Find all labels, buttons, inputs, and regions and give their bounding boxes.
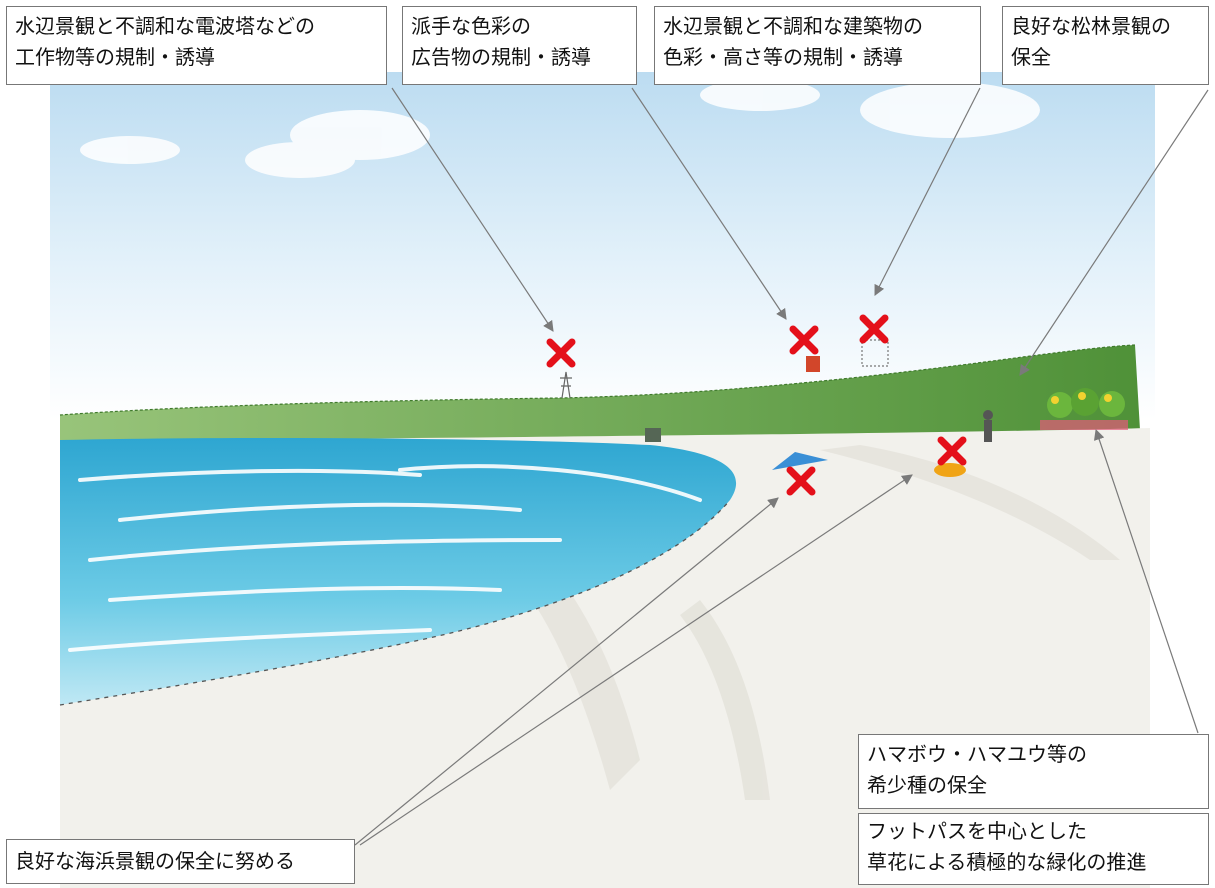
arrow-beach-2 [359,474,913,846]
pine-forest [60,345,1140,440]
forest-edge [59,344,1136,416]
waves [68,464,702,652]
leader-arrows [354,87,1209,846]
walker [983,410,993,442]
callout-rare-line2: 希少種の保全 [867,773,987,797]
callout-footpath-line2: 草花による積極的な緑化の推進 [867,850,1147,874]
kiosk [645,428,661,442]
callout-tower-line2: 工作物等の規制・誘導 [15,45,215,69]
callout-footpath-greening: フットパスを中心とした 草花による積極的な緑化の推進 [858,813,1209,885]
callout-footpath-line1: フットパスを中心とした [867,819,1087,843]
boat [934,463,966,477]
clouds [80,79,1040,178]
callout-beach-landscape-preservation: 良好な海浜景観の保全に努める [6,839,355,884]
callout-beach-line1: 良好な海浜景観の保全に努める [15,849,295,873]
arrow-tower [391,87,554,332]
callout-pine-line2: 保全 [1011,45,1051,69]
callout-building-regulation: 水辺景観と不調和な建築物の 色彩・高さ等の規制・誘導 [654,6,981,85]
arrow-building [874,87,981,296]
tall-building [861,339,889,367]
callout-pine-line1: 良好な松林景観の [1011,14,1171,38]
callout-tower-line1: 水辺景観と不調和な電波塔などの [15,14,315,38]
arrow-ads [631,87,787,320]
arrow-pine [1019,89,1209,376]
callout-ads-line1: 派手な色彩の [411,14,531,38]
parasol [772,452,828,470]
flower-trees [1040,388,1128,430]
radio-tower [560,371,572,399]
callout-advertisement-regulation: 派手な色彩の 広告物の規制・誘導 [402,6,637,85]
callout-building-line1: 水辺景観と不調和な建築物の [663,14,923,38]
sand-shadows [480,445,1120,800]
arrow-rare [1093,428,1199,734]
shoreline [59,499,731,706]
callout-rare-species-preservation: ハマボウ・ハマユウ等の 希少種の保全 [858,734,1209,809]
billboard [806,356,820,372]
callout-rare-line1: ハマボウ・ハマユウ等の [867,742,1087,766]
callout-radio-tower-regulation: 水辺景観と不調和な電波塔などの 工作物等の規制・誘導 [6,6,387,85]
callout-ads-line2: 広告物の規制・誘導 [411,45,591,69]
arrow-beach-1 [354,497,779,846]
callout-pine-forest-preservation: 良好な松林景観の 保全 [1002,6,1209,85]
callout-building-line2: 色彩・高さ等の規制・誘導 [663,45,903,69]
